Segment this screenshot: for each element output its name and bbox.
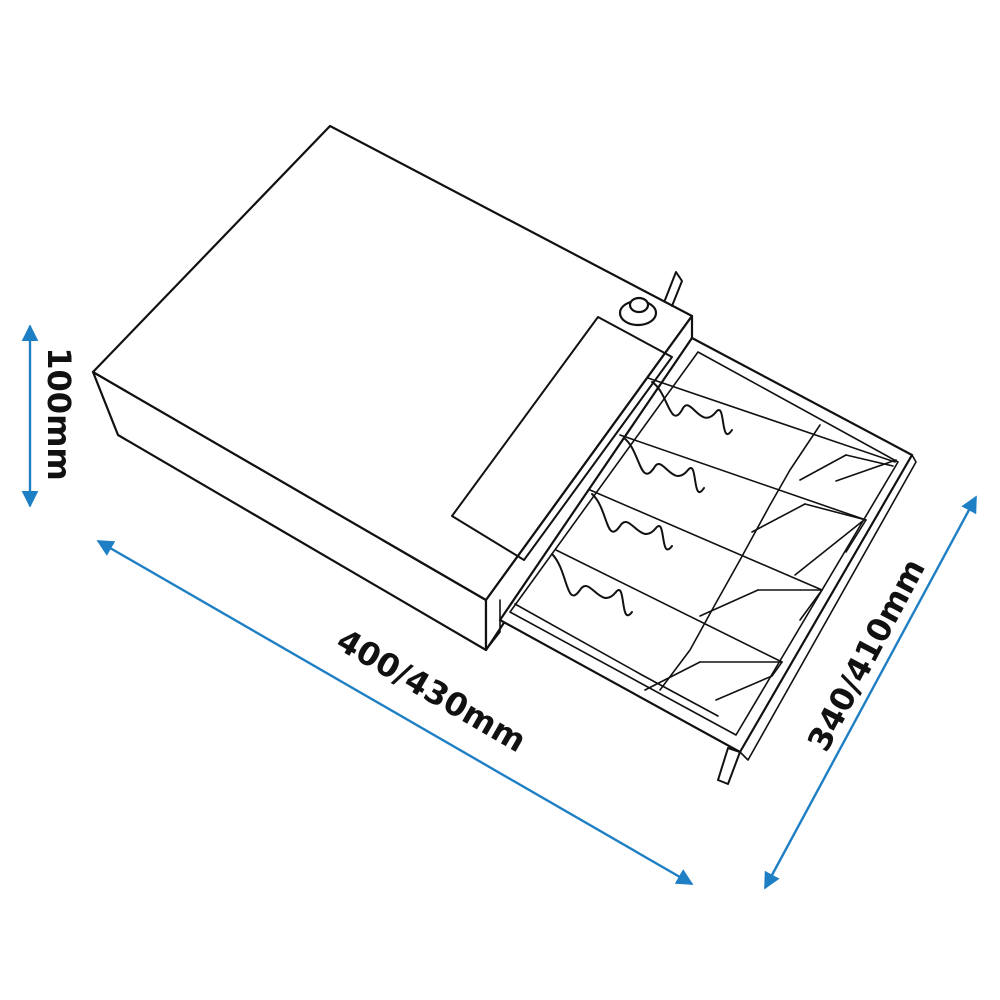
bill-clip-3: [591, 493, 673, 551]
bill-clip-1: [651, 381, 733, 435]
drawer-front-panel: [717, 747, 741, 785]
dimension-height: 100mm: [21, 324, 78, 508]
lock-icon: [618, 271, 683, 327]
note-divider-1: [647, 377, 896, 463]
depth-dimension-line: [763, 495, 978, 890]
bill-clip-2: [623, 437, 705, 493]
height-dimension-label: 100mm: [40, 347, 78, 480]
width-dimension-label: 400/430mm: [330, 621, 533, 760]
drawer-inner-rim: [509, 351, 899, 736]
width-dimension-line: [96, 539, 694, 886]
